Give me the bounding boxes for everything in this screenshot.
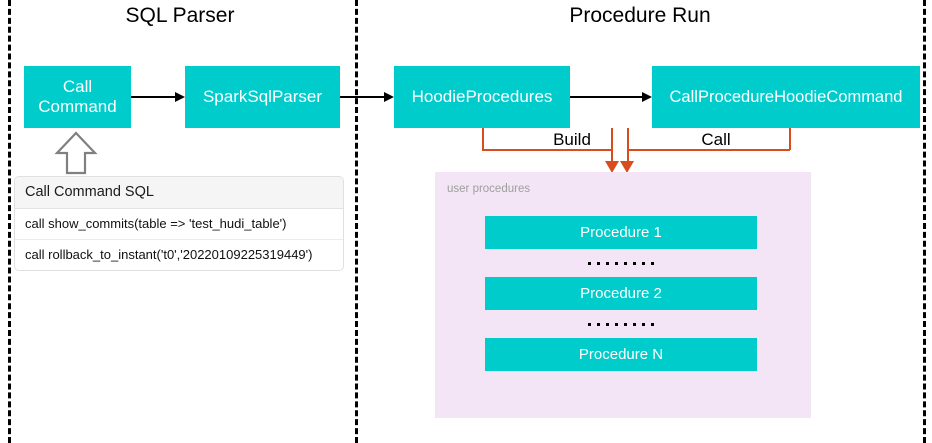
dot-icon	[624, 261, 627, 265]
connector-label-call: Call	[701, 130, 731, 149]
node-call-procedure-hoodie-command-label: CallProcedureHoodieCommand	[669, 87, 903, 106]
procedure-list-separator-dots	[485, 249, 757, 277]
node-call-procedure-hoodie-command: CallProcedureHoodieCommand	[652, 66, 920, 128]
section-title-procedure-run: Procedure Run	[569, 4, 711, 27]
procedure-item: Procedure 1	[485, 216, 757, 249]
dot-icon	[651, 261, 654, 265]
node-call-command-label: Call Command	[38, 77, 117, 116]
user-procedures-list: Procedure 1 Procedure 2	[485, 216, 757, 371]
arrow-call-command-to-spark-sql-parser	[131, 92, 185, 102]
section-title-sql-parser: SQL Parser	[125, 4, 235, 27]
procedure-item-label: Procedure 1	[580, 224, 662, 241]
connector-label-build: Build	[553, 130, 591, 149]
arrow-shaft-icon	[340, 96, 385, 98]
dot-icon	[642, 322, 645, 326]
call-connector-line	[789, 128, 791, 150]
dot-icon	[588, 322, 591, 326]
procedure-item: Procedure 2	[485, 277, 757, 310]
section-divider-middle	[355, 0, 358, 443]
build-connector-line	[482, 128, 484, 150]
arrow-spark-sql-parser-to-hoodie-procedures	[340, 92, 394, 102]
call-connector-line	[627, 149, 790, 151]
call-command-sql-card-header: Call Command SQL	[15, 177, 343, 209]
call-arrow-head-icon	[620, 161, 634, 173]
node-call-command: Call Command	[24, 66, 131, 128]
dot-icon	[597, 261, 600, 265]
user-procedures-panel-title: user procedures	[447, 183, 531, 195]
dot-icon	[615, 322, 618, 326]
up-arrow-icon	[54, 131, 98, 175]
arrow-hoodie-procedures-to-call-procedure-command	[570, 92, 652, 102]
dot-icon	[615, 261, 618, 265]
call-command-sql-card: Call Command SQL call show_commits(table…	[14, 176, 344, 271]
node-spark-sql-parser: SparkSqlParser	[185, 66, 340, 128]
call-connector-line	[627, 149, 629, 163]
procedure-item-label: Procedure N	[578, 346, 664, 363]
sql-statement-row: call show_commits(table => 'test_hudi_ta…	[15, 209, 343, 240]
sql-statement-row: call rollback_to_instant('t0','202201092…	[15, 240, 343, 270]
dot-icon	[624, 322, 627, 326]
build-connector-line	[482, 149, 613, 151]
arrow-shaft-icon	[131, 96, 176, 98]
arrow-head-icon	[384, 92, 394, 102]
arrow-shaft-icon	[570, 96, 643, 98]
dot-icon	[651, 322, 654, 326]
dot-icon	[588, 261, 591, 265]
node-spark-sql-parser-label: SparkSqlParser	[202, 87, 323, 107]
call-connector-line	[627, 128, 629, 150]
dot-icon	[597, 322, 600, 326]
build-connector-line	[611, 128, 613, 150]
dot-icon	[633, 322, 636, 326]
procedure-list-separator-dots	[485, 310, 757, 338]
procedure-item: Procedure N	[485, 338, 757, 371]
arrow-head-icon	[175, 92, 185, 102]
user-procedures-panel: user procedures Procedure 1 Procedure 2	[435, 172, 811, 418]
build-arrow-head-icon	[605, 161, 619, 173]
dot-icon	[642, 261, 645, 265]
build-connector-line	[611, 149, 613, 163]
procedure-item-label: Procedure 2	[580, 285, 662, 302]
arrow-head-icon	[642, 92, 652, 102]
section-divider-left	[8, 0, 11, 443]
node-hoodie-procedures: HoodieProcedures	[394, 66, 570, 128]
dot-icon	[606, 261, 609, 265]
dot-icon	[606, 322, 609, 326]
section-divider-right	[923, 0, 926, 443]
node-hoodie-procedures-label: HoodieProcedures	[411, 87, 553, 107]
dot-icon	[633, 261, 636, 265]
